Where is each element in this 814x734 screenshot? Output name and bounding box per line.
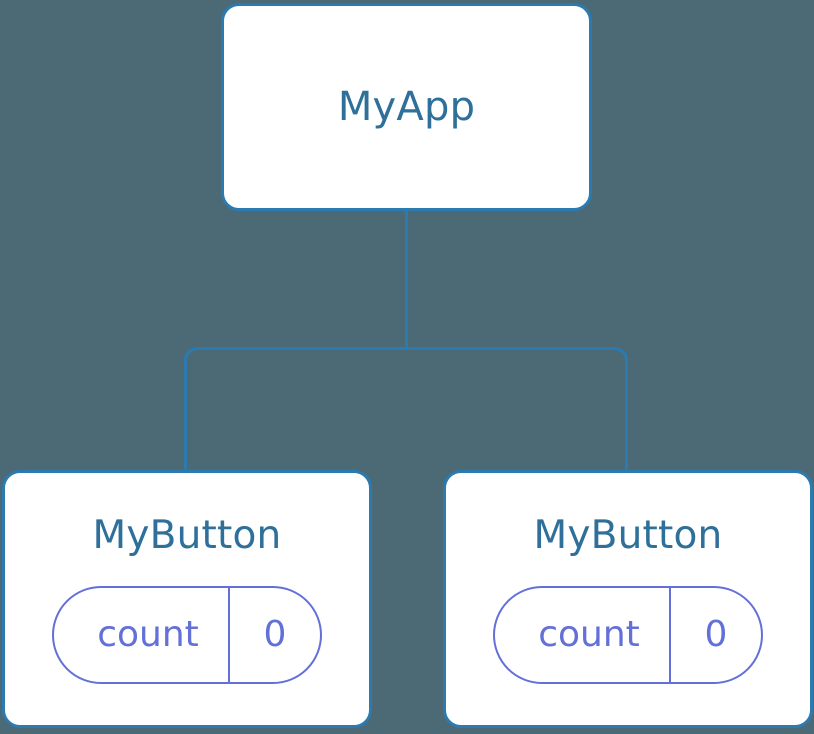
state-key: count bbox=[538, 614, 640, 655]
tree-node-mybutton-left[interactable]: MyButton count 0 bbox=[2, 470, 372, 728]
node-title: MyButton bbox=[533, 513, 723, 558]
state-pill[interactable]: count 0 bbox=[52, 586, 322, 684]
connector-branch-left bbox=[184, 347, 407, 472]
state-key: count bbox=[97, 614, 199, 655]
tree-node-mybutton-right[interactable]: MyButton count 0 bbox=[443, 470, 813, 728]
state-value: 0 bbox=[228, 588, 320, 682]
node-title: MyButton bbox=[92, 513, 282, 558]
node-title: MyApp bbox=[337, 84, 476, 130]
state-pill[interactable]: count 0 bbox=[493, 586, 763, 684]
state-value: 0 bbox=[669, 588, 761, 682]
connector-branch-right bbox=[406, 347, 628, 472]
tree-node-myapp[interactable]: MyApp bbox=[221, 3, 592, 211]
